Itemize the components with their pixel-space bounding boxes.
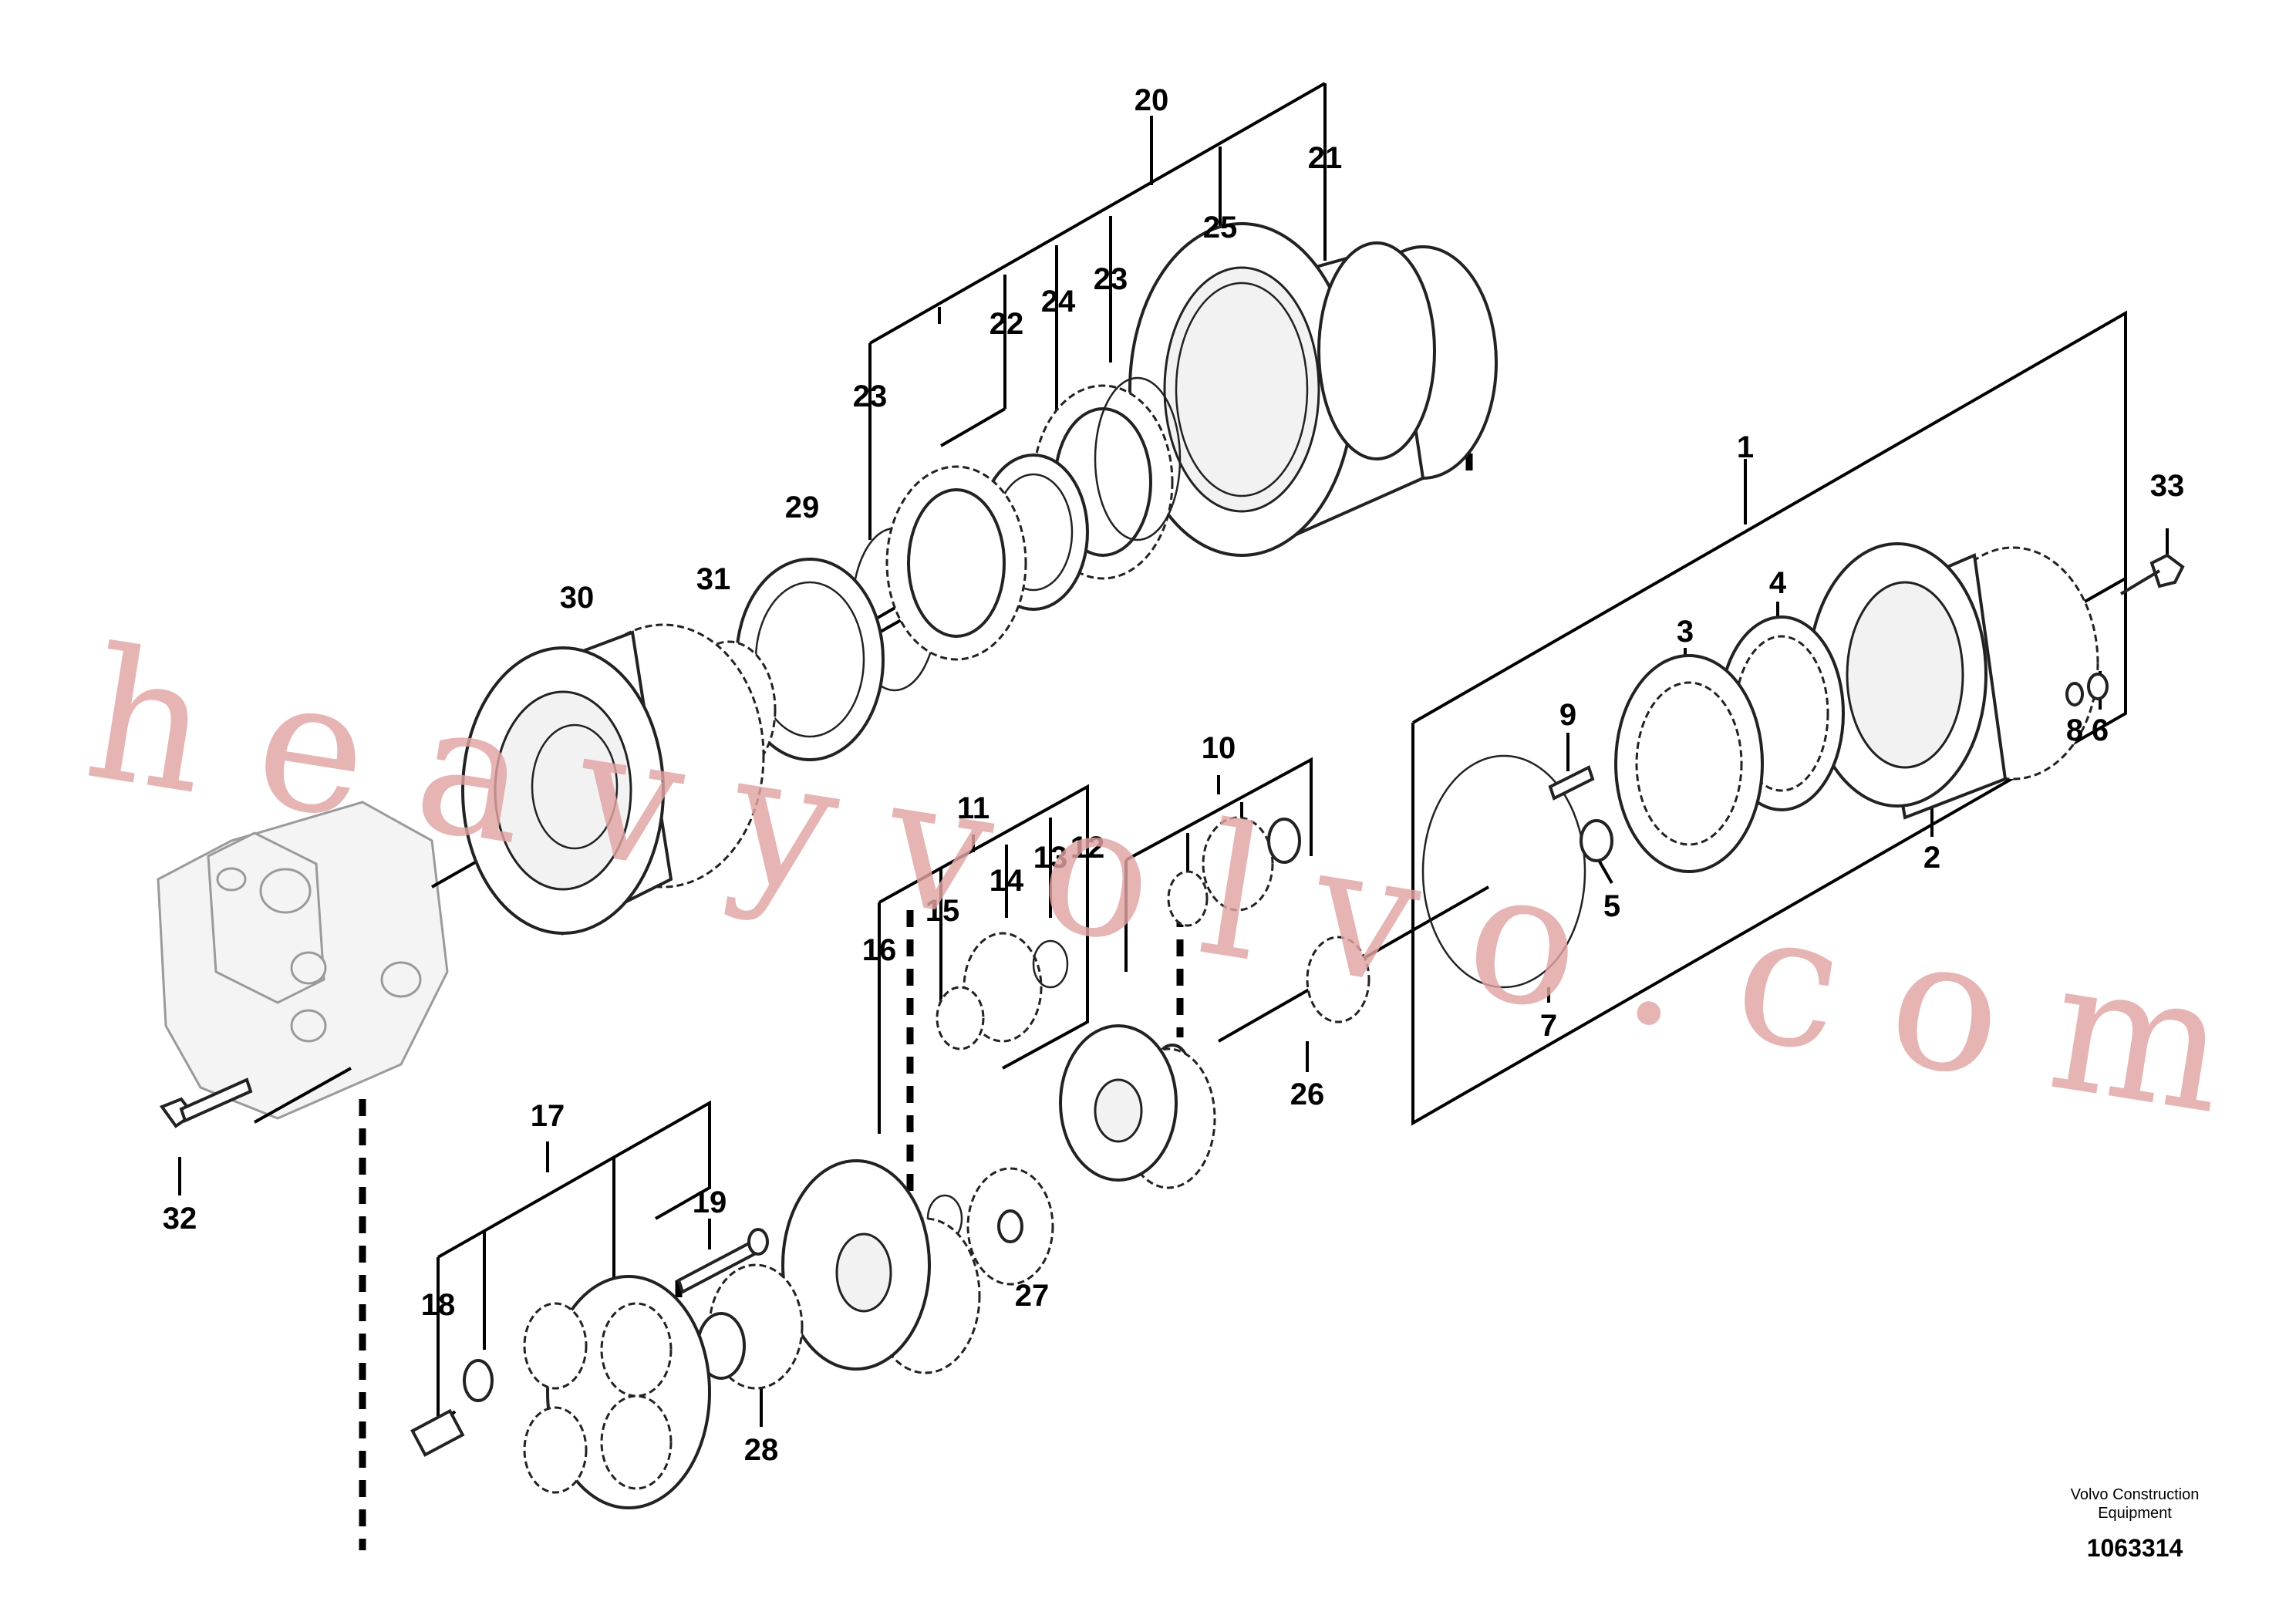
callout-24: 24 <box>1041 285 1076 319</box>
callout-22: 22 <box>990 307 1024 341</box>
callout-27: 27 <box>1015 1279 1050 1313</box>
part-bearing-left <box>885 465 1027 661</box>
callout-33: 33 <box>2150 469 2185 503</box>
callout-8: 8 <box>2066 713 2083 747</box>
callout-4: 4 <box>1769 566 1787 600</box>
part-planetary-17 <box>410 1275 711 1509</box>
part-hub-30 <box>461 623 765 936</box>
part-gear-27 <box>926 1167 1054 1286</box>
callout-23-left: 23 <box>853 379 888 413</box>
footer-block: Volvo Construction Equipment 1063314 <box>2071 1486 2200 1562</box>
callout-15: 15 <box>925 894 960 928</box>
company-name-line1: Volvo Construction <box>2071 1486 2200 1503</box>
part-plug-8-6 <box>2065 673 2109 706</box>
callout-12: 12 <box>1070 831 1105 865</box>
part-sungear-28 <box>696 1263 804 1390</box>
part-carrier-mid <box>1059 1024 1216 1189</box>
callout-29: 29 <box>785 491 820 524</box>
callout-28: 28 <box>744 1433 779 1467</box>
callout-31: 31 <box>696 562 731 596</box>
part-oring-7 <box>1421 754 1586 989</box>
callout-23-right: 23 <box>1094 262 1128 296</box>
callout-16: 16 <box>862 933 897 967</box>
part-bolt-19 <box>676 1228 769 1294</box>
part-bolt-9 <box>1548 765 1595 801</box>
callout-2: 2 <box>1923 841 1940 875</box>
document-number: 1063314 <box>2087 1534 2183 1562</box>
ghost-motor-assembly <box>157 801 449 1120</box>
callout-labels: 20 21 25 22 24 23 23 29 30 31 1 33 3 4 9… <box>163 83 2185 1467</box>
callout-13: 13 <box>1033 841 1068 875</box>
callout-9: 9 <box>1559 698 1576 732</box>
part-ring-3 <box>1614 654 1764 873</box>
callout-19: 19 <box>693 1185 727 1219</box>
part-bolt-33 <box>2119 553 2185 595</box>
callout-17: 17 <box>531 1099 565 1133</box>
callout-11: 11 <box>957 791 990 825</box>
callout-25: 25 <box>1203 211 1238 244</box>
part-gears-14-15 <box>936 932 1069 1050</box>
callout-26: 26 <box>1290 1077 1325 1111</box>
callout-5: 5 <box>1603 889 1620 923</box>
part-thrust-5 <box>1580 819 1613 862</box>
callout-7: 7 <box>1540 1009 1557 1043</box>
callout-10: 10 <box>1202 731 1236 765</box>
callout-18: 18 <box>421 1288 456 1322</box>
part-casing-2 <box>1807 542 2099 820</box>
callout-14: 14 <box>990 864 1024 898</box>
callout-21: 21 <box>1308 141 1343 175</box>
part-bolt-32 <box>159 1077 253 1128</box>
part-housing-25 <box>1128 222 1498 557</box>
callout-32: 32 <box>163 1202 197 1236</box>
callout-30: 30 <box>560 581 595 615</box>
part-carrier-center <box>781 1159 981 1374</box>
company-name-line2: Equipment <box>2098 1505 2172 1522</box>
callout-3: 3 <box>1677 615 1694 649</box>
callout-20: 20 <box>1135 83 1169 117</box>
callout-1: 1 <box>1737 430 1754 464</box>
part-seal-21 <box>1317 241 1436 460</box>
part-gears-10 <box>1167 816 1301 927</box>
callout-6: 6 <box>2092 713 2109 747</box>
